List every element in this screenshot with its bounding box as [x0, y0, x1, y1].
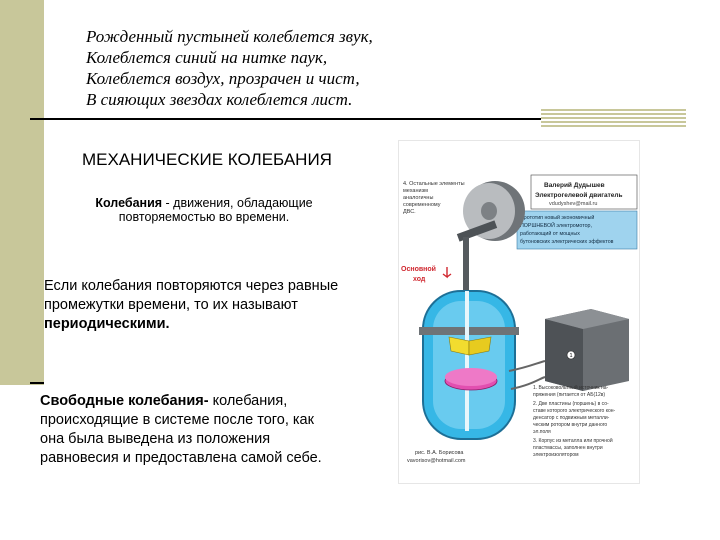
crank-arm — [456, 220, 498, 242]
definition: Колебания - движения, обладающие повторя… — [74, 196, 334, 224]
left-note-line: современному — [403, 202, 441, 208]
right-note-line: эл.поля — [533, 429, 551, 435]
definition-term: Колебания — [95, 196, 163, 210]
definition-text: - движения, обладающие повторяемостью во… — [118, 196, 313, 224]
left-note-line: аналогичны — [403, 195, 433, 201]
right-note-line: пластмассы, заполнен внутри — [533, 445, 603, 451]
poem-line: Колеблется синий на нитке паук, — [86, 48, 328, 67]
connecting-rod — [463, 237, 469, 337]
wire — [510, 376, 546, 390]
right-note-line: денсатор с подвижным металли- — [533, 415, 610, 421]
main-stroke-label: ход — [413, 276, 426, 283]
credit-line: рис. В.А. Борисова — [415, 450, 464, 456]
rotor-plate — [468, 336, 492, 356]
free-text: колебания, происходящие в системе после … — [40, 393, 322, 466]
wire — [508, 360, 546, 372]
author-box — [530, 174, 638, 210]
author-email: vdudyshev@mail.ru — [549, 201, 597, 207]
credit-line: vavorisov@hotmail.com — [407, 458, 466, 464]
prototype-line: работающий от мощных — [520, 230, 580, 237]
callout-marker — [566, 350, 576, 360]
power-source-side — [545, 319, 583, 391]
left-note-line: ДВС. — [403, 209, 416, 215]
right-note-line: ческим ротором внутри данного — [533, 422, 607, 428]
right-note-line: пряжения (питается от АБ(12в) — [533, 392, 605, 398]
center-shaft — [465, 291, 469, 431]
left-accent-bar — [0, 0, 44, 385]
right-note-line: 2. Две пластины (поршень) в со- — [533, 401, 609, 407]
down-arrow-icon — [442, 267, 452, 279]
right-note-line: 1. Высоковольтный источник на- — [533, 384, 609, 391]
sidebar-divider — [30, 382, 44, 384]
periodic-term: периодическими. — [44, 316, 170, 332]
poem-line: В сияющих звездах колеблется лист. — [86, 90, 353, 109]
slide-title: МЕХАНИЧЕСКИЕ КОЛЕБАНИЯ — [82, 150, 332, 169]
engine-diagram: 4. Остальные элементы механизм аналогичн… — [401, 174, 638, 464]
hatched-accent — [541, 109, 686, 127]
engine-illustration: 4. Остальные элементы механизм аналогичн… — [398, 140, 640, 484]
right-note-line: ставе которого электрического кон- — [533, 408, 615, 414]
left-note-line: механизм — [403, 188, 428, 194]
epigraph-poem: Рожденный пустыней колеблется звук, Коле… — [86, 26, 373, 110]
callout-number: 1 — [570, 353, 573, 359]
right-note-line: электроизолятором — [533, 452, 579, 458]
prototype-line: ПОРШНЕВОЙ электромотор, — [520, 221, 592, 229]
free-term: Свободные колебания- — [40, 393, 209, 409]
divider-line — [30, 118, 544, 120]
periodic-text: Если колебания повторяются через равные … — [44, 278, 339, 313]
author-name: Валерий Дудышев — [544, 181, 605, 189]
left-note-line: 4. Остальные элементы — [403, 181, 465, 187]
poem-line: Колеблется воздух, прозрачен и чист, — [86, 69, 360, 88]
main-stroke-label: Основной — [401, 265, 436, 273]
prototype-line: Прототип новый экономичный — [520, 214, 594, 221]
power-source-top — [545, 309, 629, 329]
engine-name: Электрогелевой двигатель — [535, 191, 623, 199]
right-note-line: 3. Корпус из металла или прочной — [533, 437, 613, 444]
free-oscillations-paragraph: Свободные колебания- колебания, происход… — [40, 392, 340, 468]
piston-disc-top — [445, 368, 497, 386]
periodic-paragraph: Если колебания повторяются через равные … — [44, 277, 344, 334]
poem-line: Рожденный пустыней колеблется звук, — [86, 27, 373, 46]
flywheel-hub — [481, 202, 497, 220]
prototype-line: бутоновских электрических эффектов — [520, 239, 614, 245]
